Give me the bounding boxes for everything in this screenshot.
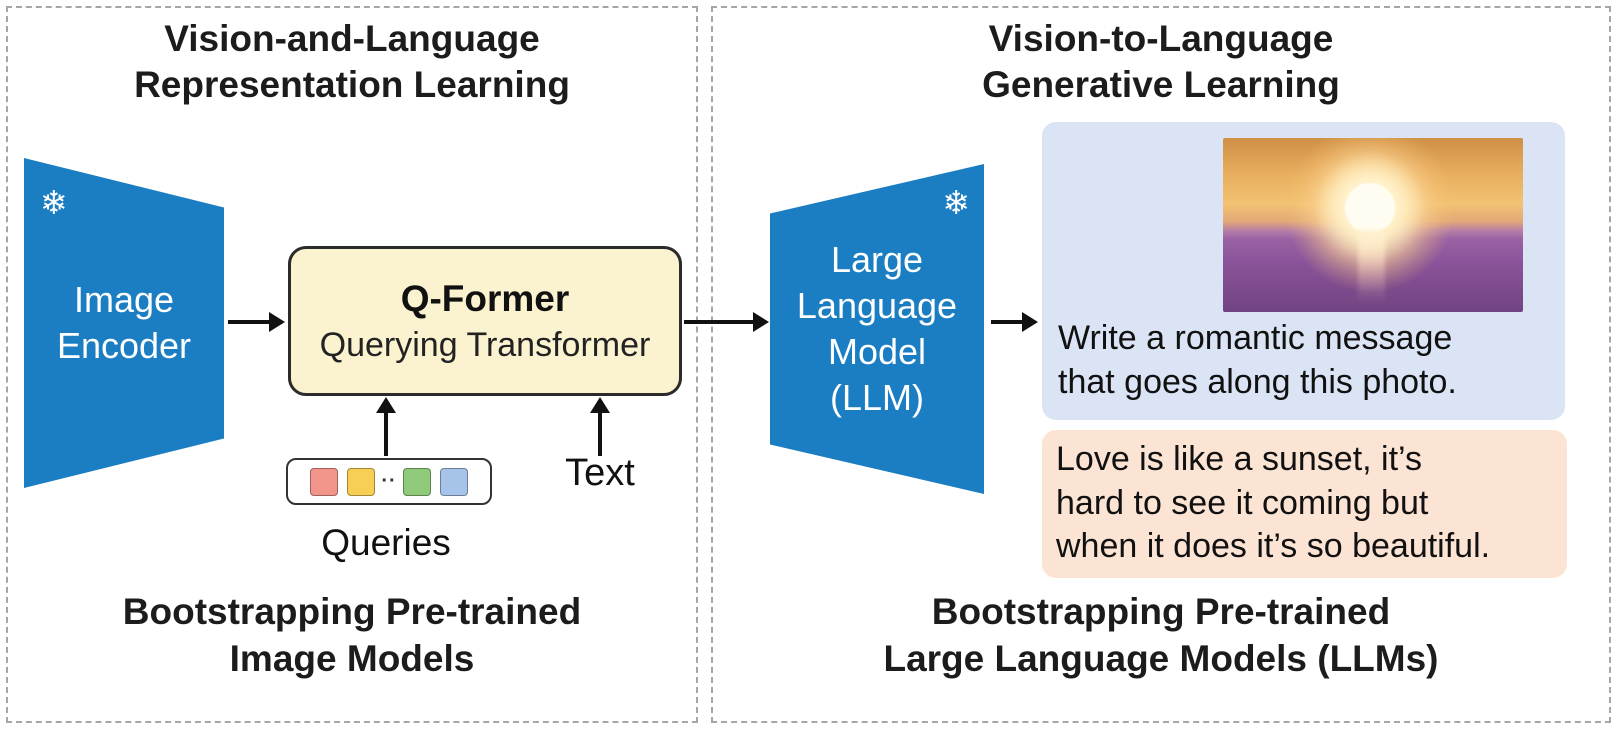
- right-panel-title-line1: Vision-to-Language: [988, 18, 1334, 59]
- prompt-text: Write a romantic message that goes along…: [1058, 316, 1457, 404]
- image-encoder-block: ❄ Image Encoder: [24, 158, 224, 488]
- llm-block: ❄ Large Language Model (LLM): [770, 164, 984, 494]
- arrow-llm-to-output-icon: [991, 320, 1023, 324]
- queries-label: Queries: [321, 522, 451, 563]
- left-footer-line2: Image Models: [229, 638, 475, 680]
- left-footer-line1: Bootstrapping Pre-trained: [122, 591, 582, 632]
- right-footer-line1: Bootstrapping Pre-trained: [931, 591, 1391, 632]
- qformer-title: Q-Former: [400, 277, 570, 319]
- right-panel-footer: Bootstrapping Pre-trained Large Language…: [711, 588, 1611, 683]
- query-token-yellow: [347, 467, 376, 496]
- llm-label-line3: Model: [827, 331, 927, 372]
- left-panel-title: Vision-and-Language Representation Learn…: [6, 16, 698, 108]
- right-panel-title-line2: Generative Learning: [982, 63, 1340, 105]
- prompt-box: Write a romantic message that goes along…: [1042, 122, 1565, 420]
- image-encoder-label-line2: Encoder: [56, 325, 192, 366]
- qformer-subtitle: Querying Transformer: [319, 325, 651, 364]
- query-token-red: [310, 467, 339, 496]
- arrow-text-to-qformer-icon: [598, 412, 602, 456]
- llm-label-line1: Large: [830, 238, 924, 280]
- left-panel-footer: Bootstrapping Pre-trained Image Models: [6, 588, 698, 683]
- query-tokens-ellipsis: ··: [381, 470, 397, 492]
- llm-label-line4: (LLM): [829, 377, 924, 419]
- query-tokens-box: ··: [286, 458, 492, 505]
- sunset-photo: [1223, 138, 1523, 312]
- arrow-queries-to-qformer-icon: [384, 412, 388, 456]
- frozen-snowflake-icon: ❄: [942, 184, 970, 221]
- response-text-line2: hard to see it coming but: [1056, 483, 1429, 522]
- prompt-text-line1: Write a romantic message: [1058, 318, 1453, 357]
- response-text-line1: Love is like a sunset, it’s: [1056, 440, 1422, 478]
- left-panel-title-line1: Vision-and-Language: [164, 18, 540, 59]
- response-text-line3: when it does it’s so beautiful.: [1056, 527, 1491, 566]
- right-footer-line2: Large Language Models (LLMs): [883, 638, 1439, 680]
- prompt-text-line2: that goes along this photo.: [1058, 362, 1457, 401]
- llm-label-line2: Language: [796, 284, 958, 326]
- right-panel-title: Vision-to-Language Generative Learning: [711, 16, 1611, 108]
- qformer-block: Q-Former Querying Transformer: [288, 246, 682, 396]
- frozen-snowflake-icon: ❄: [40, 184, 68, 221]
- text-input-label: Text: [565, 452, 635, 494]
- left-panel-title-line2: Representation Learning: [134, 63, 570, 105]
- response-box: Love is like a sunset, it’s hard to see …: [1042, 430, 1567, 578]
- image-encoder-label-line1: Image: [73, 278, 175, 320]
- query-token-blue: [439, 467, 468, 496]
- arrow-qformer-to-llm-icon: [684, 320, 754, 324]
- query-token-green: [402, 467, 431, 496]
- arrow-encoder-to-qformer-icon: [228, 320, 270, 324]
